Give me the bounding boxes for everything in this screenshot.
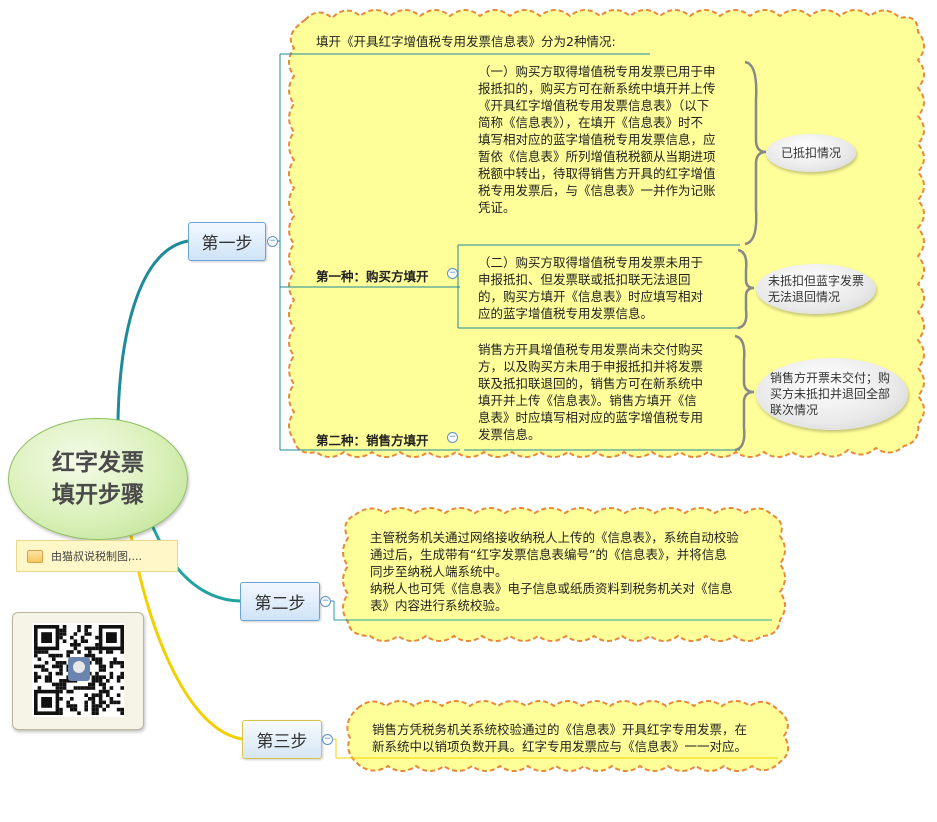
step1-node[interactable]: 第一步	[188, 222, 266, 261]
step1-collapse-icon[interactable]: −	[267, 236, 278, 247]
case2-collapse-icon[interactable]: −	[447, 432, 458, 443]
note-text: 由猫叔说税制图,...	[51, 550, 142, 563]
step2-text: 主管税务机关通过网络接收纳税人上传的《信息表》，系统自动校验 通过后，生成带有“…	[370, 530, 739, 613]
item2-tag[interactable]: 未抵扣但蓝字发票 无法退回情况	[756, 264, 876, 314]
case1-label: 第一种：购买方填开	[316, 269, 429, 284]
item2-text: （二）购买方取得增值税专用发票未用于 申报抵扣、但发票联或抵扣联无法退回 的，购…	[478, 255, 704, 321]
step2-collapse-icon[interactable]: −	[320, 596, 331, 607]
item1-tag-label: 已抵扣情况	[780, 146, 841, 160]
step1-cloud	[288, 9, 925, 458]
item1-tag[interactable]: 已抵扣情况	[766, 134, 856, 172]
step3-collapse-icon[interactable]: −	[322, 734, 333, 745]
case1-collapse-icon[interactable]: −	[447, 268, 458, 279]
step3-text: 销售方凭税务机关系统校验通过的《信息表》开具红字专用发票，在 新系统中以销项负数…	[372, 722, 748, 754]
step2-node[interactable]: 第二步	[240, 582, 320, 621]
central-topic[interactable]: 红字发票 填开步骤	[8, 418, 188, 540]
step2-cloud	[342, 507, 786, 642]
item3-text: 销售方开具增值税专用发票尚未交付购买 方，以及购买方未用于申报抵扣并将发票 联及…	[478, 342, 704, 442]
step3-label: 第三步	[256, 732, 308, 752]
qr-code-image	[12, 612, 144, 730]
item3-tag[interactable]: 销售方开票未交付；购 买方未抵扣并退回全部 联次情况	[756, 358, 908, 430]
central-topic-label: 红字发票 填开步骤	[52, 450, 144, 508]
step2-label: 第二步	[254, 594, 306, 614]
qr-code-graphic	[32, 623, 124, 717]
item1-text: （一）购买方取得增值税专用发票已用于申 报抵扣的，购买方可在新系统中填开并上传 …	[478, 64, 716, 215]
step1-label: 第一步	[201, 234, 253, 254]
item3-tag-label: 销售方开票未交付；购 买方未抵扣并退回全部 联次情况	[770, 371, 891, 417]
item2-tag-label: 未抵扣但蓝字发票 无法退回情况	[768, 274, 865, 304]
note-callout[interactable]: 由猫叔说税制图,...	[16, 540, 178, 572]
step1-heading: 填开《开具红字增值税专用发票信息表》分为2种情况:	[316, 34, 616, 49]
case2-label: 第二种：销售方填开	[316, 433, 429, 448]
step3-cloud	[346, 700, 790, 772]
note-icon	[27, 549, 43, 563]
step3-node[interactable]: 第三步	[242, 720, 322, 759]
